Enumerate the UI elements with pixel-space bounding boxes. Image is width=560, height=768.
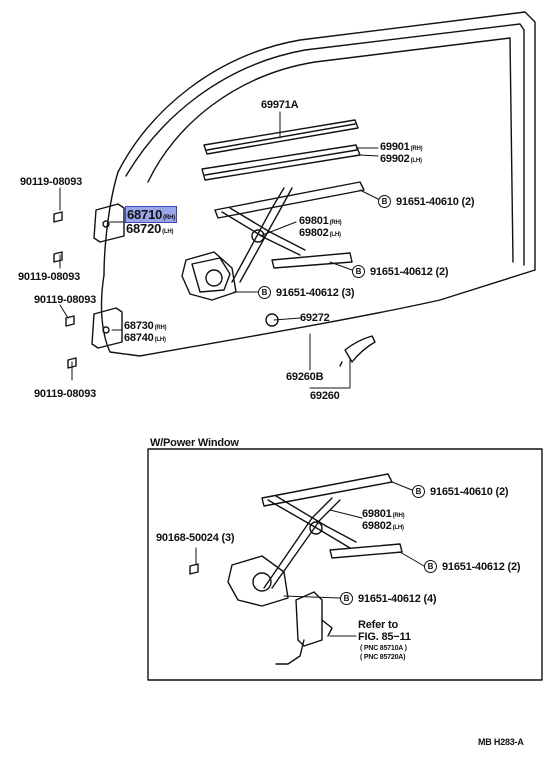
bolt-symbol-icon: B [340, 592, 353, 605]
label-68720: 68720(LH) [126, 221, 174, 236]
bolt-symbol-icon: B [258, 286, 271, 299]
label-pw-91651-40612-b: 91651-40612 (4) [358, 593, 437, 605]
refer-to-label: Refer to [358, 619, 398, 631]
label-90119-08093-d: 90119-08093 [34, 388, 97, 400]
label-90119-08093-c: 90119-08093 [34, 294, 97, 306]
bolt-symbol-icon: B [424, 560, 437, 573]
label-69260b: 69260B [286, 371, 324, 383]
label-pw-90168-50024: 90168-50024 (3) [156, 532, 235, 544]
label-pw-91651-40610: 91651-40610 (2) [430, 486, 509, 498]
bolt-shapes [53, 211, 77, 369]
label-69901: 69901(RH) [380, 141, 423, 153]
bolt-symbol-icon: B [412, 485, 425, 498]
label-91651-40612-b: 91651-40612 (3) [276, 287, 355, 299]
pw-leader-lines [195, 481, 425, 637]
door-frame [100, 11, 536, 357]
leader-lines [59, 111, 381, 389]
label-pw-69801: 69801(RH) [362, 508, 405, 520]
pnc-reference-2: ( PNC 85720A) [360, 654, 406, 661]
label-91651-40612-a: 91651-40612 (2) [370, 266, 449, 278]
power-window-title: W/Power Window [150, 437, 239, 449]
figure-reference-link[interactable]: FIG. 85−11 [358, 631, 411, 643]
bolt-symbol-icon: B [378, 195, 391, 208]
label-pw-91651-40612-a: 91651-40612 (2) [442, 561, 521, 573]
regulator-gear-plate [181, 251, 237, 301]
regulator-upper-rail [214, 181, 365, 219]
label-68710: 68710(RH) [124, 206, 178, 223]
label-pw-69802: 69802(LH) [362, 520, 404, 532]
pw-bolt [189, 563, 199, 575]
label-69272: 69272 [300, 312, 330, 324]
glass-run-channel-69971a [203, 119, 359, 155]
label-69971a: 69971A [261, 99, 299, 111]
pnc-reference-1: ( PNC 85710A ) [360, 645, 407, 652]
power-window-box [147, 448, 543, 681]
upper-hinge [93, 203, 125, 243]
label-90119-08093-a: 90119-08093 [20, 176, 83, 188]
label-68730: 68730(RH) [124, 320, 167, 332]
regulator-arms [221, 187, 306, 283]
pw-regulator [227, 473, 403, 665]
regulator-lower-rail [271, 252, 353, 269]
label-69260: 69260 [310, 390, 340, 402]
label-69902: 69902(LH) [380, 153, 422, 165]
bolt-symbol-icon: B [352, 265, 365, 278]
label-90119-08093-b: 90119-08093 [18, 271, 81, 283]
label-69801: 69801(RH) [299, 215, 342, 227]
label-68740: 68740(LH) [124, 332, 166, 344]
diagram-code: MB H283-A [478, 737, 524, 747]
lower-hinge [91, 307, 123, 349]
label-69802: 69802(LH) [299, 227, 341, 239]
label-91651-40610: 91651-40610 (2) [396, 196, 475, 208]
